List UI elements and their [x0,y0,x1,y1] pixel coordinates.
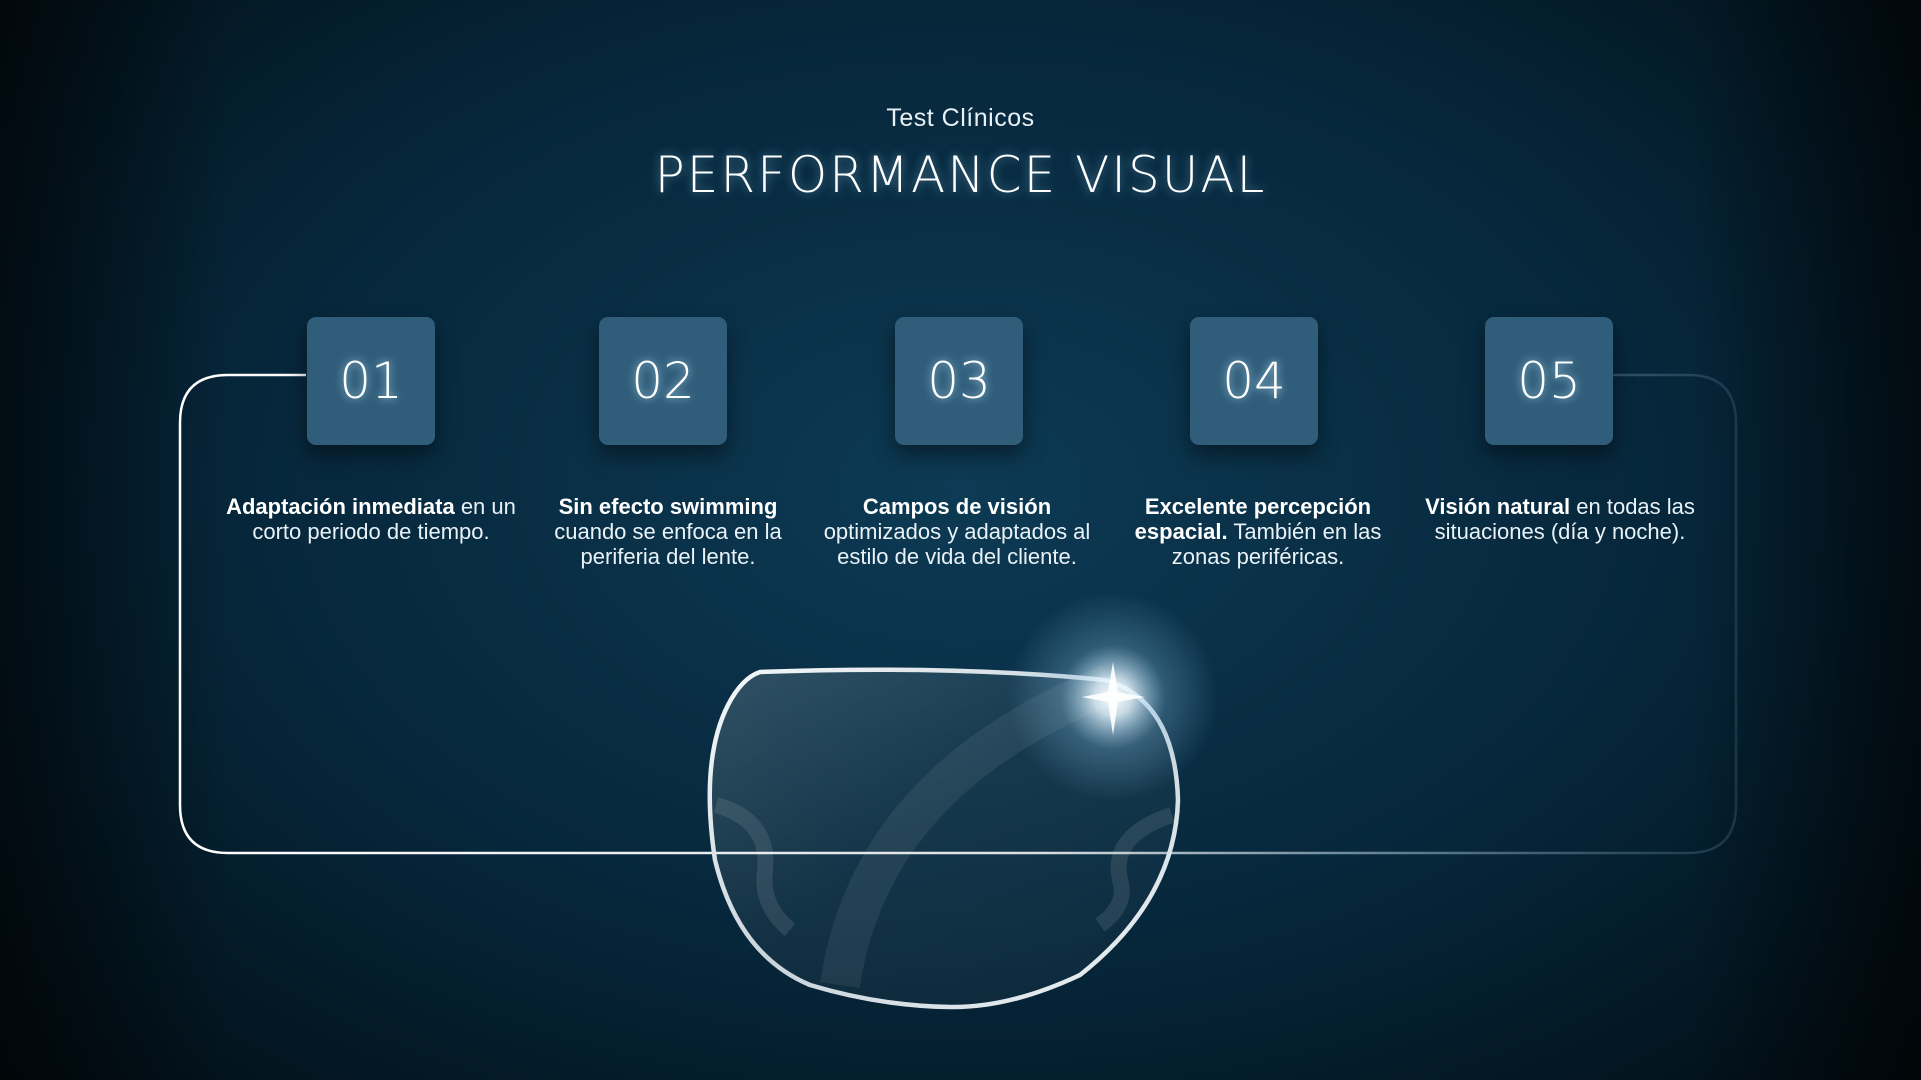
step-highlight: Adaptación inmediata [226,494,455,519]
step-body: optimizados y adaptados al estilo de vid… [823,519,1091,569]
lens-sparkle [1082,662,1145,735]
step-number: 02 [631,352,695,410]
step-box-03: 03 [895,317,1023,445]
step-highlight: Excelente percepción espacial. [1134,494,1372,544]
step-highlight: Campos de visión [862,494,1052,519]
step-body: cuando se enfoca en la periferia del len… [554,519,782,569]
step-description-02: Sin efecto swimming cuando se enfoca en … [538,494,798,569]
step-description-05: Visión natural en todas las situaciones … [1420,494,1700,544]
step-number: 03 [927,352,991,410]
page-subtitle: Test Clínicos [886,104,1035,132]
step-description-04: Excelente percepción espacial. También e… [1108,494,1408,569]
step-box-02: 02 [599,317,727,445]
step-number: 04 [1222,352,1286,410]
step-description-01: Adaptación inmediata en un corto periodo… [221,494,521,544]
step-highlight: Visión natural [1425,494,1571,519]
step-box-01: 01 [307,317,435,445]
step-number: 05 [1517,352,1581,410]
step-number: 01 [339,352,403,410]
step-box-04: 04 [1190,317,1318,445]
step-body: en todas las situaciones (día y noche). [1434,494,1695,544]
step-description-03: Campos de visión optimizados y adaptados… [802,494,1112,569]
step-body: en un corto periodo de tiempo. [252,494,516,544]
step-box-05: 05 [1485,317,1613,445]
step-body: También en las zonas periféricas. [1171,519,1382,569]
step-highlight: Sin efecto swimming [558,494,778,519]
page-title: PERFORMANCE VISUAL [654,146,1267,204]
